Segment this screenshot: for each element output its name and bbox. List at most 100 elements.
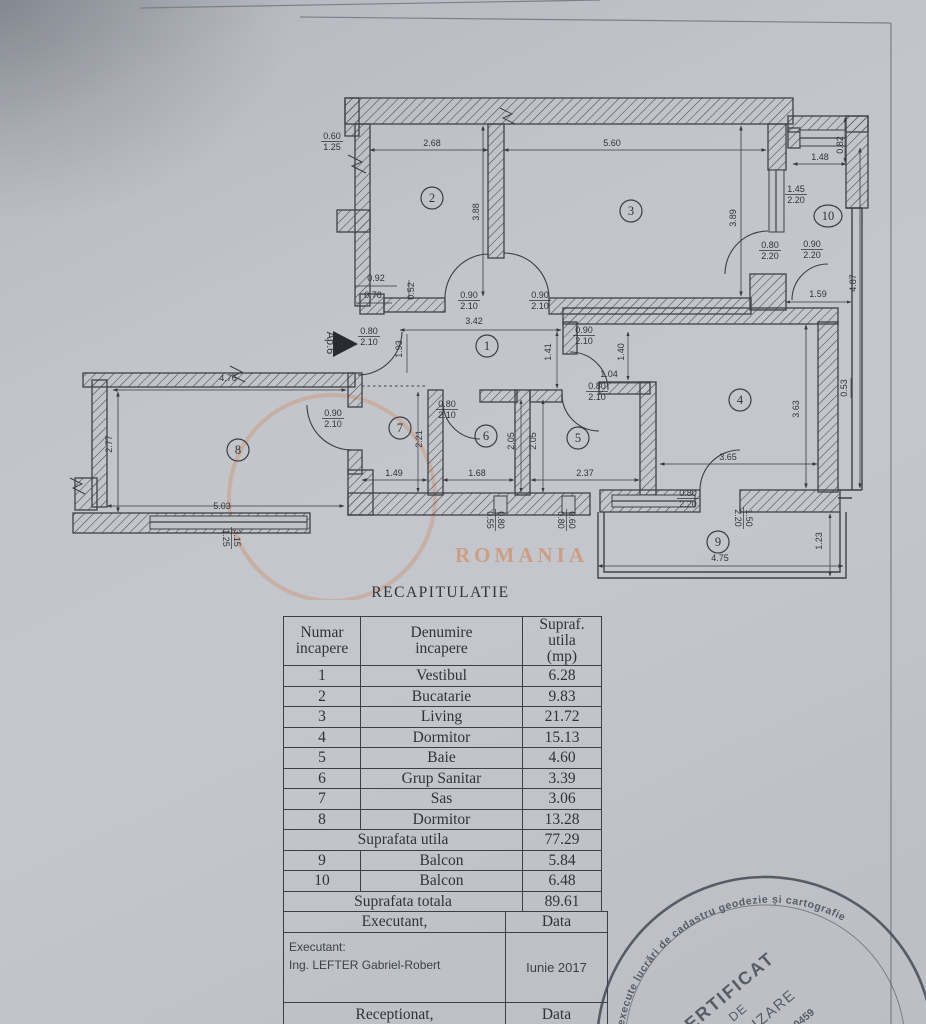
table-cell: 9 [283,849,361,872]
table-cell: Dormitor [360,808,523,831]
svg-text:0.80: 0.80 [556,511,566,529]
room-number: 2 [420,186,444,210]
svg-text:2.05: 2.05 [528,432,538,450]
svg-text:0.53: 0.53 [839,379,849,397]
svg-text:3.63: 3.63 [791,400,801,418]
dimension-label: 1.59 [809,289,827,299]
svg-text:1.41: 1.41 [543,343,553,361]
svg-text:0.60: 0.60 [567,511,577,529]
table-cell: 77.29 [522,829,602,851]
table-cell: 21.72 [522,706,602,728]
dimension-label: 3.89 [728,209,738,227]
svg-text:1.25: 1.25 [221,529,231,547]
svg-text:0.55: 0.55 [485,511,495,529]
table-cell: Vestibul [360,665,523,687]
svg-text:3.65: 3.65 [719,452,737,462]
table-cell: 3.39 [522,767,602,790]
dimension-label: 2.77 [104,435,114,453]
table-cell: Balcon [360,870,523,892]
dimension-label: 1.23 [814,532,824,550]
svg-text:2.10: 2.10 [438,410,456,420]
svg-text:0.90: 0.90 [460,290,478,300]
dimension-label: 1.40 [616,343,626,361]
svg-text:1.04: 1.04 [600,369,618,379]
room-number: 4 [728,388,752,412]
dimension-label: 1.68 [468,468,486,478]
table-cell: Sas [360,788,523,810]
door-arcs [306,230,829,491]
authorization-stamp: autorizată de ANCPI să execute lucrări d… [547,836,926,1024]
watermark-text: ROMANIA [455,543,588,567]
svg-text:3.42: 3.42 [465,316,483,326]
room-number: 6 [474,424,498,448]
table-cell: Suprafata utila [283,829,523,851]
svg-text:2.10: 2.10 [531,301,549,311]
dimension-label: 0.601.25 [321,131,343,152]
executant-header-row: Executant, Data [283,911,608,933]
entrance-label: Ap.6 [324,332,336,355]
dimension-label: 1.452.20 [785,184,807,205]
svg-text:1.48: 1.48 [811,152,829,162]
table-cell: 8 [283,808,361,831]
receptionat-row: Receptionat, Data [283,1002,608,1024]
table-cell: Living [360,706,523,728]
svg-text:2.05: 2.05 [506,432,516,450]
svg-text:0.90: 0.90 [324,408,342,418]
table-cell: 15.13 [522,726,602,749]
dimension-label: 0.802.10 [358,326,380,347]
table-header-row: Numar incapere Denumire incapere Supraf.… [283,615,602,667]
table-title: RECAPITULATIE [371,584,510,601]
table-cell: Grup Sanitar [360,767,523,790]
svg-text:4.76: 4.76 [219,373,237,383]
svg-text:1.25: 1.25 [323,142,341,152]
svg-text:2: 2 [429,191,435,205]
dimension-label: 1.48 [811,152,829,162]
dimension-label: 0.902.10 [529,290,551,311]
room-number: 3 [619,199,643,223]
dimension-label: 0.802.20 [759,240,781,261]
svg-text:2.21: 2.21 [414,430,424,448]
dimension-label: 4.87 [848,274,858,292]
table-cell: 9.83 [522,685,602,708]
svg-text:0.90: 0.90 [803,239,821,249]
svg-text:5.60: 5.60 [603,138,621,148]
svg-text:0.78: 0.78 [364,290,382,300]
room-number: 10 [813,204,843,228]
svg-text:3: 3 [628,204,634,218]
dimension-label: 0.53 [839,379,849,397]
table-cell: Baie [360,747,523,769]
executant-header: Executant, [283,911,506,933]
header-denumire: Denumire incapere [360,615,523,667]
dimension-label: 0.52 [406,282,416,300]
svg-text:0.80: 0.80 [496,511,506,529]
table-cell: 13.28 [522,808,602,831]
svg-text:1.59: 1.59 [809,289,827,299]
svg-text:0.80: 0.80 [438,399,456,409]
svg-text:1: 1 [484,339,490,353]
dimension-label: 3.88 [471,203,481,221]
svg-text:5.03: 5.03 [213,501,231,511]
dimension-label: 1.04 [600,369,618,379]
dimension-label: 3.151.25 [221,527,242,549]
dimension-label: 1.41 [543,343,553,361]
dimension-label: 5.03 [213,501,231,511]
floor-plan: ROMANIA [69,97,869,600]
svg-text:0.90: 0.90 [575,325,593,335]
dimension-label: 1.49 [385,468,403,478]
svg-text:0.60: 0.60 [323,131,341,141]
svg-text:2.68: 2.68 [423,138,441,148]
svg-text:1.40: 1.40 [616,343,626,361]
table-cell: Dormitor [360,726,523,749]
svg-text:1.50: 1.50 [744,509,754,527]
dimension-label: 2.05 [506,432,516,450]
table-cell: Balcon [360,849,523,872]
dimension-label: 5.60 [603,138,621,148]
table-cell: 6.28 [522,665,602,687]
svg-text:3.89: 3.89 [728,209,738,227]
